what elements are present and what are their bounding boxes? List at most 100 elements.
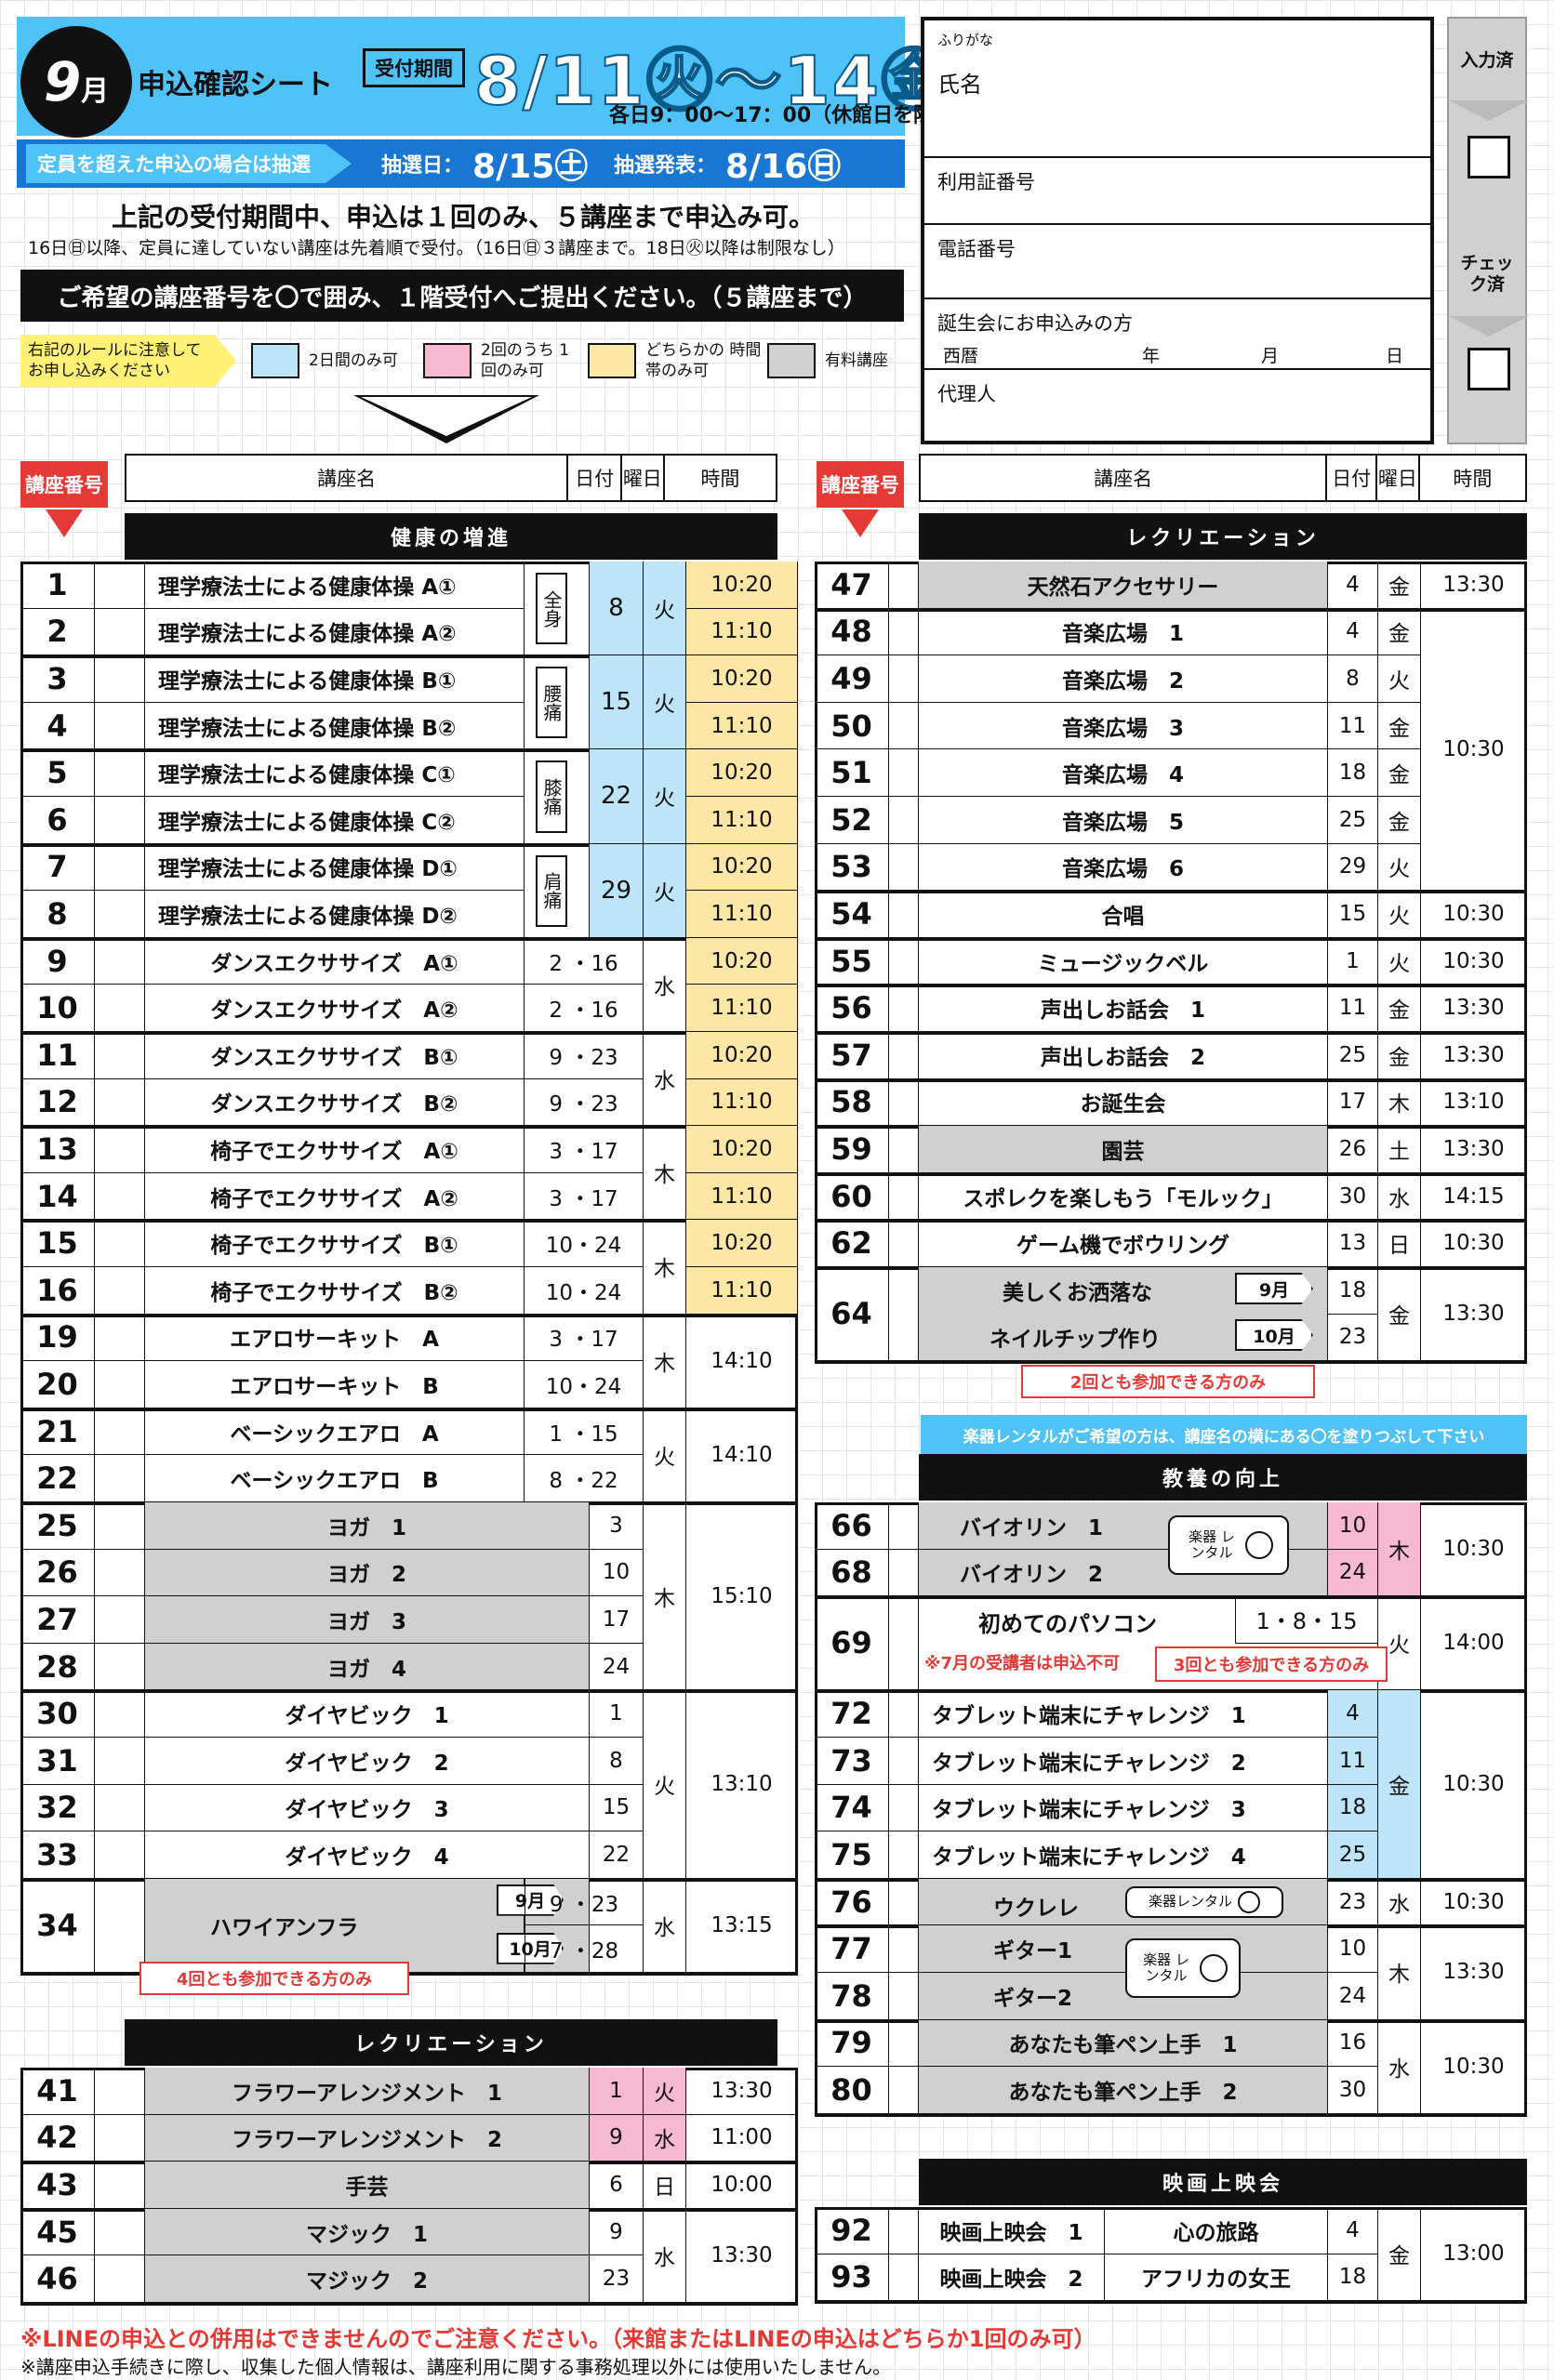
course-number[interactable]: 43 xyxy=(20,2162,95,2209)
selection-strip[interactable] xyxy=(889,2254,919,2302)
selection-strip[interactable] xyxy=(889,1220,919,1267)
selection-strip[interactable] xyxy=(889,985,919,1032)
course-number[interactable]: 75 xyxy=(815,1831,889,1879)
course-number[interactable]: 26 xyxy=(20,1549,95,1597)
course-number[interactable]: 55 xyxy=(815,937,889,985)
course-number[interactable]: 5 xyxy=(20,749,95,797)
check-done-checkbox[interactable] xyxy=(1468,348,1510,390)
selection-strip[interactable] xyxy=(889,1973,919,2020)
rental-circle-icon[interactable] xyxy=(1238,1890,1260,1913)
selection-strip[interactable] xyxy=(95,843,145,892)
selection-strip[interactable] xyxy=(889,1596,919,1691)
selection-strip[interactable] xyxy=(889,1172,919,1221)
course-number[interactable]: 66 xyxy=(815,1502,889,1550)
course-number[interactable]: 6 xyxy=(20,797,95,844)
selection-strip[interactable] xyxy=(889,1032,919,1079)
course-number[interactable]: 62 xyxy=(815,1220,889,1267)
phone-field[interactable]: 電話番号 xyxy=(924,225,1430,299)
course-number[interactable]: 28 xyxy=(20,1643,95,1691)
course-number[interactable]: 2 xyxy=(20,608,95,656)
course-number[interactable]: 7 xyxy=(20,843,95,892)
selection-strip[interactable] xyxy=(889,2067,919,2114)
selection-strip[interactable] xyxy=(889,655,919,703)
course-number[interactable]: 1 xyxy=(20,562,95,609)
course-number[interactable]: 68 xyxy=(815,1549,889,1597)
selection-strip[interactable] xyxy=(889,1267,919,1362)
course-number[interactable]: 34 xyxy=(20,1878,95,1973)
selection-strip[interactable] xyxy=(889,2207,919,2254)
selection-strip[interactable] xyxy=(95,1831,145,1879)
course-number[interactable]: 14 xyxy=(20,1172,95,1221)
selection-strip[interactable] xyxy=(95,749,145,797)
course-number[interactable]: 12 xyxy=(20,1078,95,1127)
course-number[interactable]: 57 xyxy=(815,1032,889,1079)
selection-strip[interactable] xyxy=(95,985,145,1032)
course-number[interactable]: 49 xyxy=(815,655,889,703)
course-number[interactable]: 30 xyxy=(20,1690,95,1738)
course-number[interactable]: 58 xyxy=(815,1078,889,1127)
rental-circle-icon[interactable] xyxy=(1200,1954,1228,1983)
selection-strip[interactable] xyxy=(889,1126,919,1173)
course-number[interactable]: 50 xyxy=(815,702,889,750)
course-number[interactable]: 51 xyxy=(815,749,889,797)
selection-strip[interactable] xyxy=(889,891,919,938)
selection-strip[interactable] xyxy=(889,937,919,985)
selection-strip[interactable] xyxy=(889,1502,919,1550)
course-number[interactable]: 78 xyxy=(815,1973,889,2020)
selection-strip[interactable] xyxy=(95,1549,145,1597)
course-number[interactable]: 13 xyxy=(20,1126,95,1173)
selection-strip[interactable] xyxy=(95,1314,145,1362)
course-number[interactable]: 47 xyxy=(815,562,889,609)
course-number[interactable]: 48 xyxy=(815,608,889,656)
course-number[interactable]: 15 xyxy=(20,1220,95,1267)
rental-circle-icon[interactable] xyxy=(1245,1531,1273,1559)
course-number[interactable]: 56 xyxy=(815,985,889,1032)
selection-strip[interactable] xyxy=(95,797,145,844)
selection-strip[interactable] xyxy=(889,1738,919,1785)
selection-strip[interactable] xyxy=(95,1172,145,1221)
selection-strip[interactable] xyxy=(889,749,919,797)
course-number[interactable]: 41 xyxy=(20,2068,95,2115)
course-number[interactable]: 10 xyxy=(20,985,95,1032)
selection-strip[interactable] xyxy=(95,1267,145,1315)
selection-strip[interactable] xyxy=(889,1878,919,1926)
course-number[interactable]: 59 xyxy=(815,1126,889,1173)
selection-strip[interactable] xyxy=(95,1361,145,1408)
card-number-field[interactable]: 利用証番号 xyxy=(924,158,1430,225)
input-done-checkbox[interactable] xyxy=(1468,136,1510,178)
birthday-field[interactable]: 誕生会にお申込みの方 西暦 年 月 日 xyxy=(924,299,1430,370)
course-number[interactable]: 73 xyxy=(815,1738,889,1785)
selection-strip[interactable] xyxy=(95,1126,145,1173)
course-number[interactable]: 77 xyxy=(815,1925,889,1973)
selection-strip[interactable] xyxy=(95,2208,145,2256)
selection-strip[interactable] xyxy=(95,891,145,938)
name-field[interactable]: ふりがな 氏名 xyxy=(924,20,1430,158)
selection-strip[interactable] xyxy=(95,1596,145,1644)
course-number[interactable]: 31 xyxy=(20,1738,95,1785)
selection-strip[interactable] xyxy=(95,655,145,703)
course-number[interactable]: 53 xyxy=(815,843,889,892)
course-number[interactable]: 54 xyxy=(815,891,889,938)
course-number[interactable]: 79 xyxy=(815,2019,889,2068)
selection-strip[interactable] xyxy=(95,2068,145,2115)
course-number[interactable]: 19 xyxy=(20,1314,95,1362)
course-number[interactable]: 27 xyxy=(20,1596,95,1644)
selection-strip[interactable] xyxy=(889,2019,919,2068)
selection-strip[interactable] xyxy=(95,1078,145,1127)
course-number[interactable]: 60 xyxy=(815,1172,889,1221)
course-number[interactable]: 72 xyxy=(815,1690,889,1738)
course-number[interactable]: 80 xyxy=(815,2067,889,2114)
selection-strip[interactable] xyxy=(95,1738,145,1785)
selection-strip[interactable] xyxy=(95,1643,145,1691)
course-number[interactable]: 21 xyxy=(20,1408,95,1456)
selection-strip[interactable] xyxy=(889,1690,919,1738)
course-number[interactable]: 52 xyxy=(815,797,889,844)
course-number[interactable]: 93 xyxy=(815,2254,889,2302)
selection-strip[interactable] xyxy=(95,2114,145,2162)
course-number[interactable]: 16 xyxy=(20,1267,95,1315)
rental-option[interactable]: 楽器レンタル xyxy=(1125,1885,1283,1918)
selection-strip[interactable] xyxy=(95,1220,145,1267)
selection-strip[interactable] xyxy=(95,2255,145,2303)
selection-strip[interactable] xyxy=(95,1502,145,1550)
selection-strip[interactable] xyxy=(889,1784,919,1832)
